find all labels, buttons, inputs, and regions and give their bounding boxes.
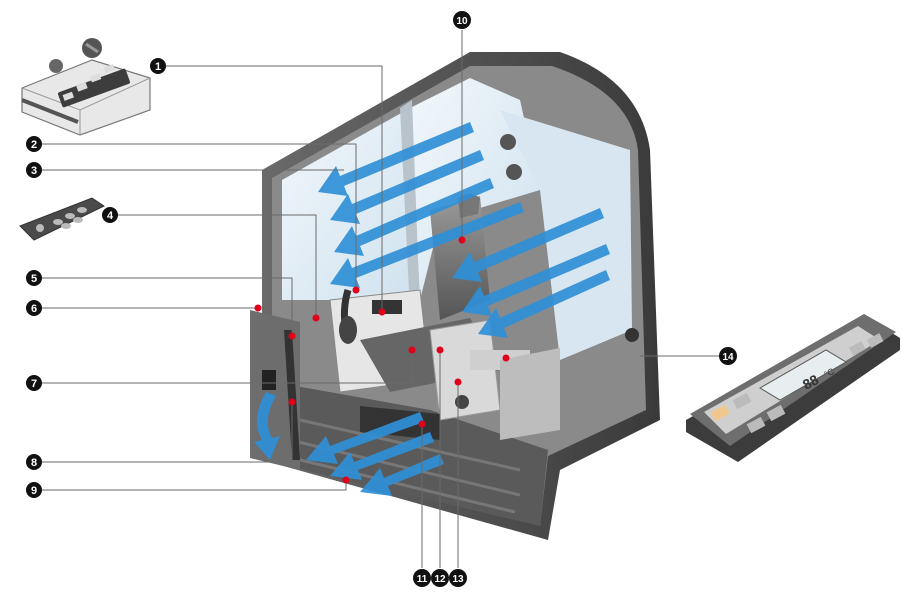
svg-text:4: 4 [107, 210, 114, 222]
callout-1: 1 [150, 58, 166, 74]
svg-text:11: 11 [417, 574, 428, 585]
operator-seat [360, 194, 530, 421]
svg-text:8: 8 [31, 457, 37, 469]
callout-badges: 1 2 3 4 5 6 7 8 [26, 11, 737, 587]
location-markers [254, 236, 510, 484]
callout-14: 14 [719, 347, 737, 365]
marker-dot [458, 236, 466, 244]
callout-4: 4 [102, 207, 118, 223]
airflow-arrow [360, 454, 444, 496]
marker-dot [352, 286, 360, 294]
svg-text:9: 9 [31, 485, 37, 497]
airflow-arrow [330, 432, 434, 480]
marker-dot [312, 314, 320, 322]
callout-8: 8 [26, 454, 42, 470]
marker-dot [254, 304, 262, 312]
leader-lines [42, 30, 720, 568]
svg-text:1: 1 [155, 61, 161, 73]
callout-12: 12 [431, 569, 449, 587]
svg-text:10: 10 [456, 16, 468, 27]
switch-panel-inset [21, 38, 151, 136]
marker-dot [342, 476, 350, 484]
marker-dot [288, 398, 296, 406]
svg-text:5: 5 [31, 273, 37, 285]
airflow-arrow [318, 122, 474, 196]
airflow-arrow [306, 412, 424, 464]
remote-display-value: 88 [800, 371, 821, 393]
svg-text:2: 2 [31, 139, 37, 151]
svg-text:14: 14 [722, 352, 734, 363]
callout-2: 2 [26, 136, 42, 152]
airflow-arrow [334, 178, 494, 256]
airflow-arrow [462, 244, 610, 316]
callout-11: 11 [413, 569, 431, 587]
marker-dot [288, 332, 296, 340]
callout-10: 10 [453, 11, 471, 29]
callout-13: 13 [449, 569, 467, 587]
remote-display-unit: °C [822, 366, 836, 380]
callout-5: 5 [26, 270, 42, 286]
svg-text:7: 7 [31, 378, 37, 390]
remote-control: 88 °C [686, 314, 900, 462]
airflow-arrow [254, 392, 280, 460]
svg-text:6: 6 [31, 303, 37, 315]
airflow-arrows [254, 122, 610, 496]
airflow-arrow [452, 208, 604, 282]
svg-text:12: 12 [434, 574, 446, 585]
callout-3: 3 [26, 162, 42, 178]
airflow-arrow [330, 202, 524, 288]
keypad-inset [19, 197, 106, 241]
marker-dot [408, 346, 416, 354]
marker-dot [418, 420, 426, 428]
marker-dot [378, 308, 386, 316]
airflow-arrow [478, 270, 610, 338]
callout-6: 6 [26, 300, 42, 316]
svg-text:3: 3 [31, 165, 37, 177]
callout-9: 9 [26, 482, 42, 498]
marker-dot [436, 346, 444, 354]
marker-dot [502, 354, 510, 362]
airflow-arrow [330, 150, 484, 224]
svg-text:13: 13 [452, 574, 464, 585]
callout-7: 7 [26, 375, 42, 391]
marker-dot [454, 378, 462, 386]
